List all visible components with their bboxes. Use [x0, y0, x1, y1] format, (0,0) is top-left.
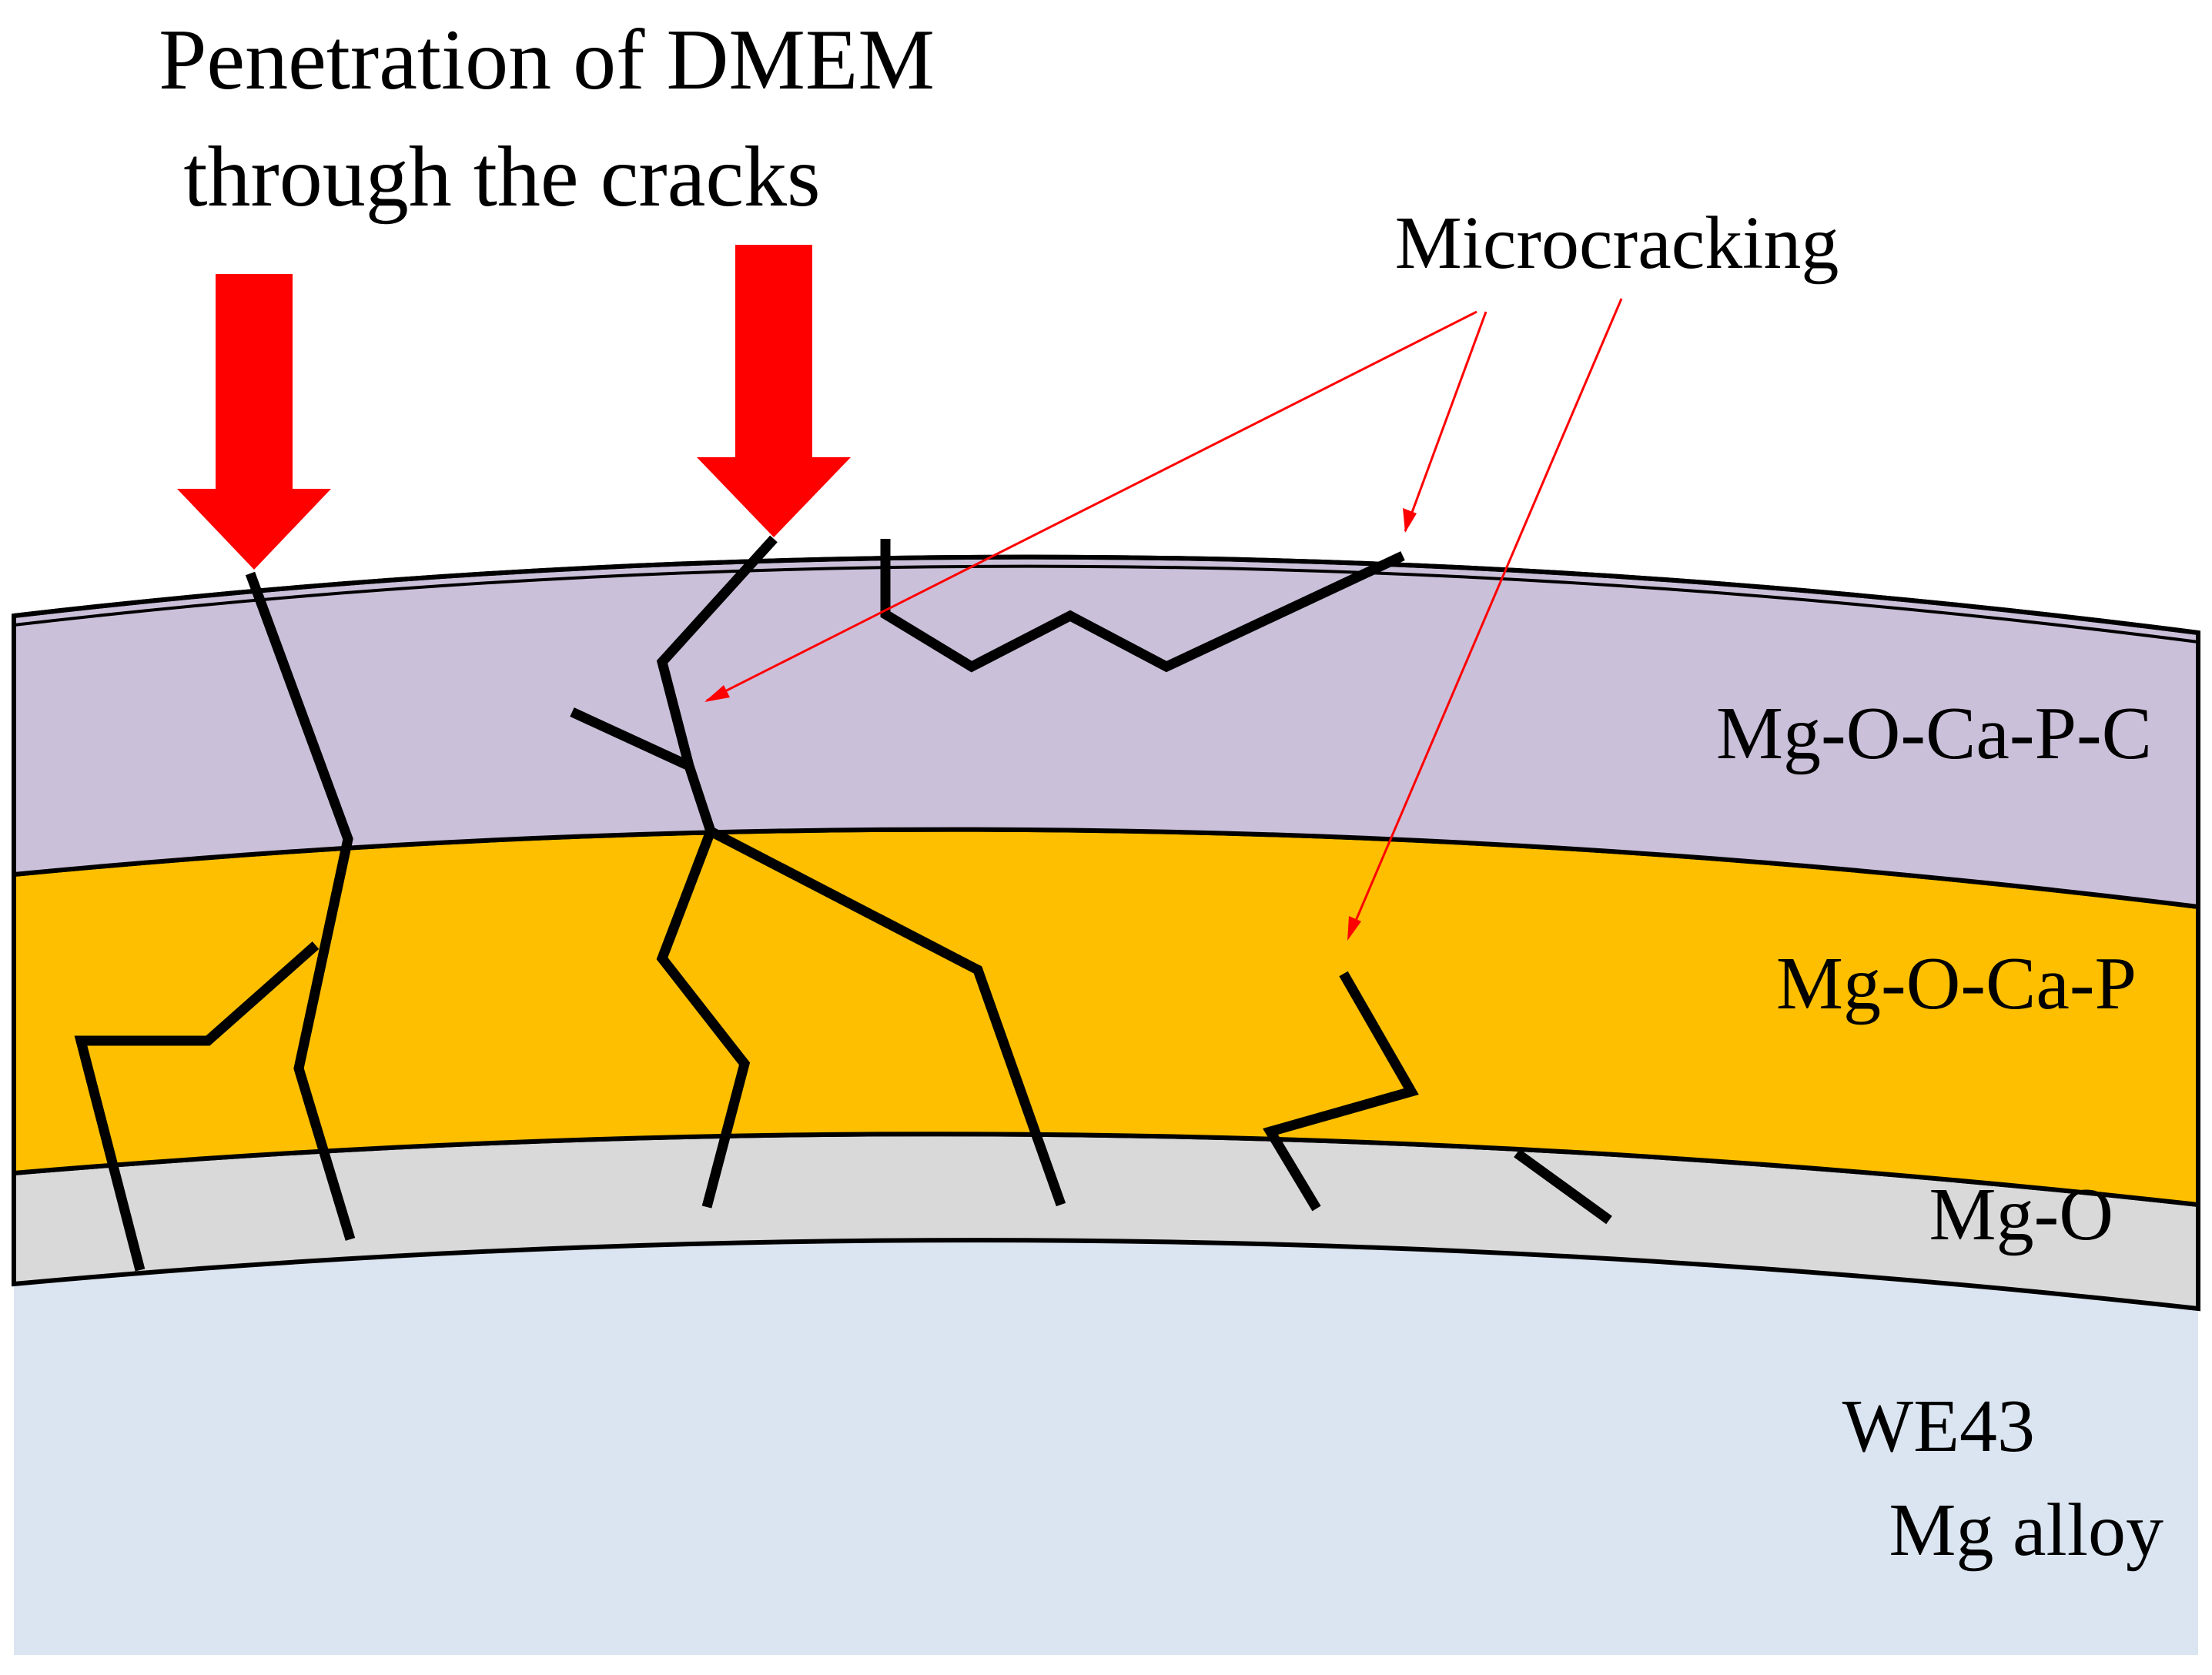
surface-top-line — [13, 554, 2199, 635]
crack-2-branch-b — [708, 827, 1066, 1207]
arrowhead-1 — [1403, 508, 1417, 533]
crack-2-branch-a — [570, 707, 691, 771]
arrowhead-2 — [704, 685, 730, 702]
crack-3 — [880, 539, 1405, 673]
surface-top-line-inner — [13, 564, 2199, 644]
cracks-group — [74, 535, 1612, 1272]
annotation-lines — [706, 298, 1623, 938]
crack-1 — [245, 571, 356, 1241]
label-mg-o-ca-p: Mg-O-Ca-P — [1776, 942, 2137, 1025]
title-line-2: through the cracks — [183, 129, 820, 225]
crack-4 — [1263, 971, 1419, 1212]
arrowhead-3 — [1347, 916, 1361, 941]
annotation-arrowheads — [704, 508, 1417, 941]
annotation-line-2 — [706, 310, 1477, 702]
crack-5 — [1514, 1148, 1612, 1225]
microcracking-label: Microcracking — [1395, 202, 1839, 285]
label-mg-o: Mg-O — [1929, 1173, 2113, 1256]
annotation-line-3 — [1347, 298, 1623, 938]
label-mg-o-ca-p-c: Mg-O-Ca-P-C — [1716, 692, 2152, 775]
label-we43: WE43 — [1842, 1385, 2035, 1468]
label-mg-alloy: Mg alloy — [1889, 1489, 2163, 1572]
title-line-1: Penetration of DMEM — [159, 12, 935, 108]
crack-1-branch — [74, 941, 320, 1272]
penetration-arrow-right — [697, 245, 851, 537]
annotation-line-1 — [1404, 311, 1487, 532]
penetration-arrow-left — [177, 274, 331, 570]
